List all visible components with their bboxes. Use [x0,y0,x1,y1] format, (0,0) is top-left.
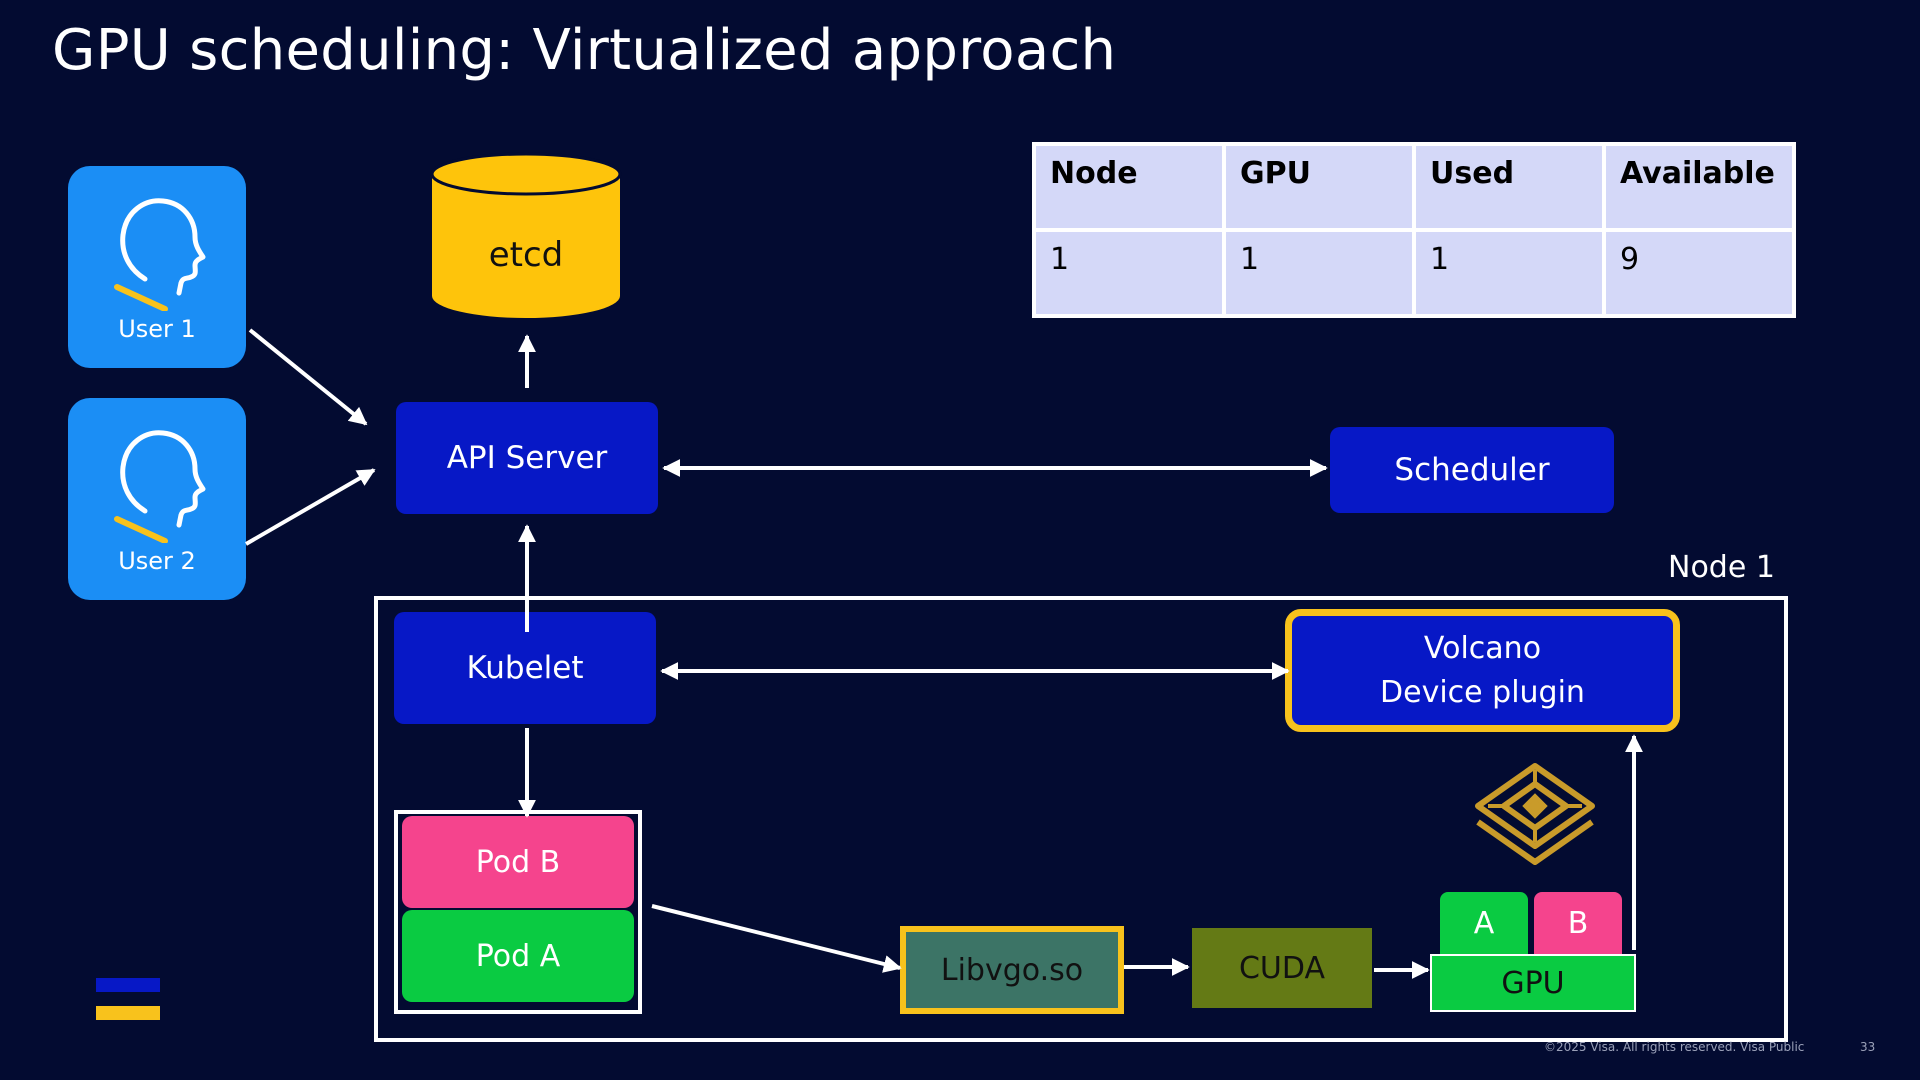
gpu-slice-b: B [1534,892,1622,954]
table-cell: 1 [1412,228,1606,318]
node-1-frame [374,596,1788,1042]
table-header-row: Node GPU Used Available [1032,142,1796,232]
gpu-slice-a: A [1440,892,1528,954]
etcd-label: etcd [488,235,564,275]
node-1-label: Node 1 [1668,550,1775,585]
arrow-pods-to-libvgo [651,904,902,973]
etcd-cylinder-icon [430,152,622,318]
table-header-cell: Used [1412,142,1606,232]
table-cell: 9 [1602,228,1796,318]
table-cell: 1 [1222,228,1416,318]
brand-bar-yellow [96,1006,160,1020]
volcano-label-line-1: Volcano [1423,630,1542,666]
chip-icon [1475,763,1595,865]
table-header-cell: GPU [1222,142,1416,232]
user-1-card: User 1 [68,166,246,368]
cuda-box: CUDA [1192,928,1372,1008]
table-header-cell: Available [1602,142,1796,232]
person-head-icon [114,198,206,311]
libvgo-box: Libvgo.so [900,926,1124,1014]
gpu-allocation-table: Node GPU Used Available 1 1 1 9 [1032,142,1796,318]
table-row: 1 1 1 9 [1032,228,1796,318]
api-server-box: API Server [396,402,658,514]
pod-b-box: Pod B [402,816,634,908]
slide-title: GPU scheduling: Virtualized approach [52,18,1117,83]
page-number: 33 [1860,1040,1876,1054]
volcano-label-line-2: Device plugin [1380,674,1585,710]
footer-copyright: ©2025 Visa. All rights reserved. Visa Pu… [1544,1040,1805,1054]
gpu-box: GPU [1430,954,1636,1012]
arrow-user2-to-api [244,468,376,546]
person-head-icon [114,430,206,543]
arrow-user1-to-api [248,328,368,426]
volcano-device-plugin-box: Volcano Device plugin [1285,609,1680,732]
table-cell: 1 [1032,228,1226,318]
user-1-label: User 1 [118,315,196,343]
user-2-label: User 2 [118,547,196,575]
brand-bar-blue [96,978,160,992]
user-2-card: User 2 [68,398,246,600]
table-header-cell: Node [1032,142,1226,232]
pod-a-box: Pod A [402,910,634,1002]
scheduler-box: Scheduler [1330,427,1614,513]
